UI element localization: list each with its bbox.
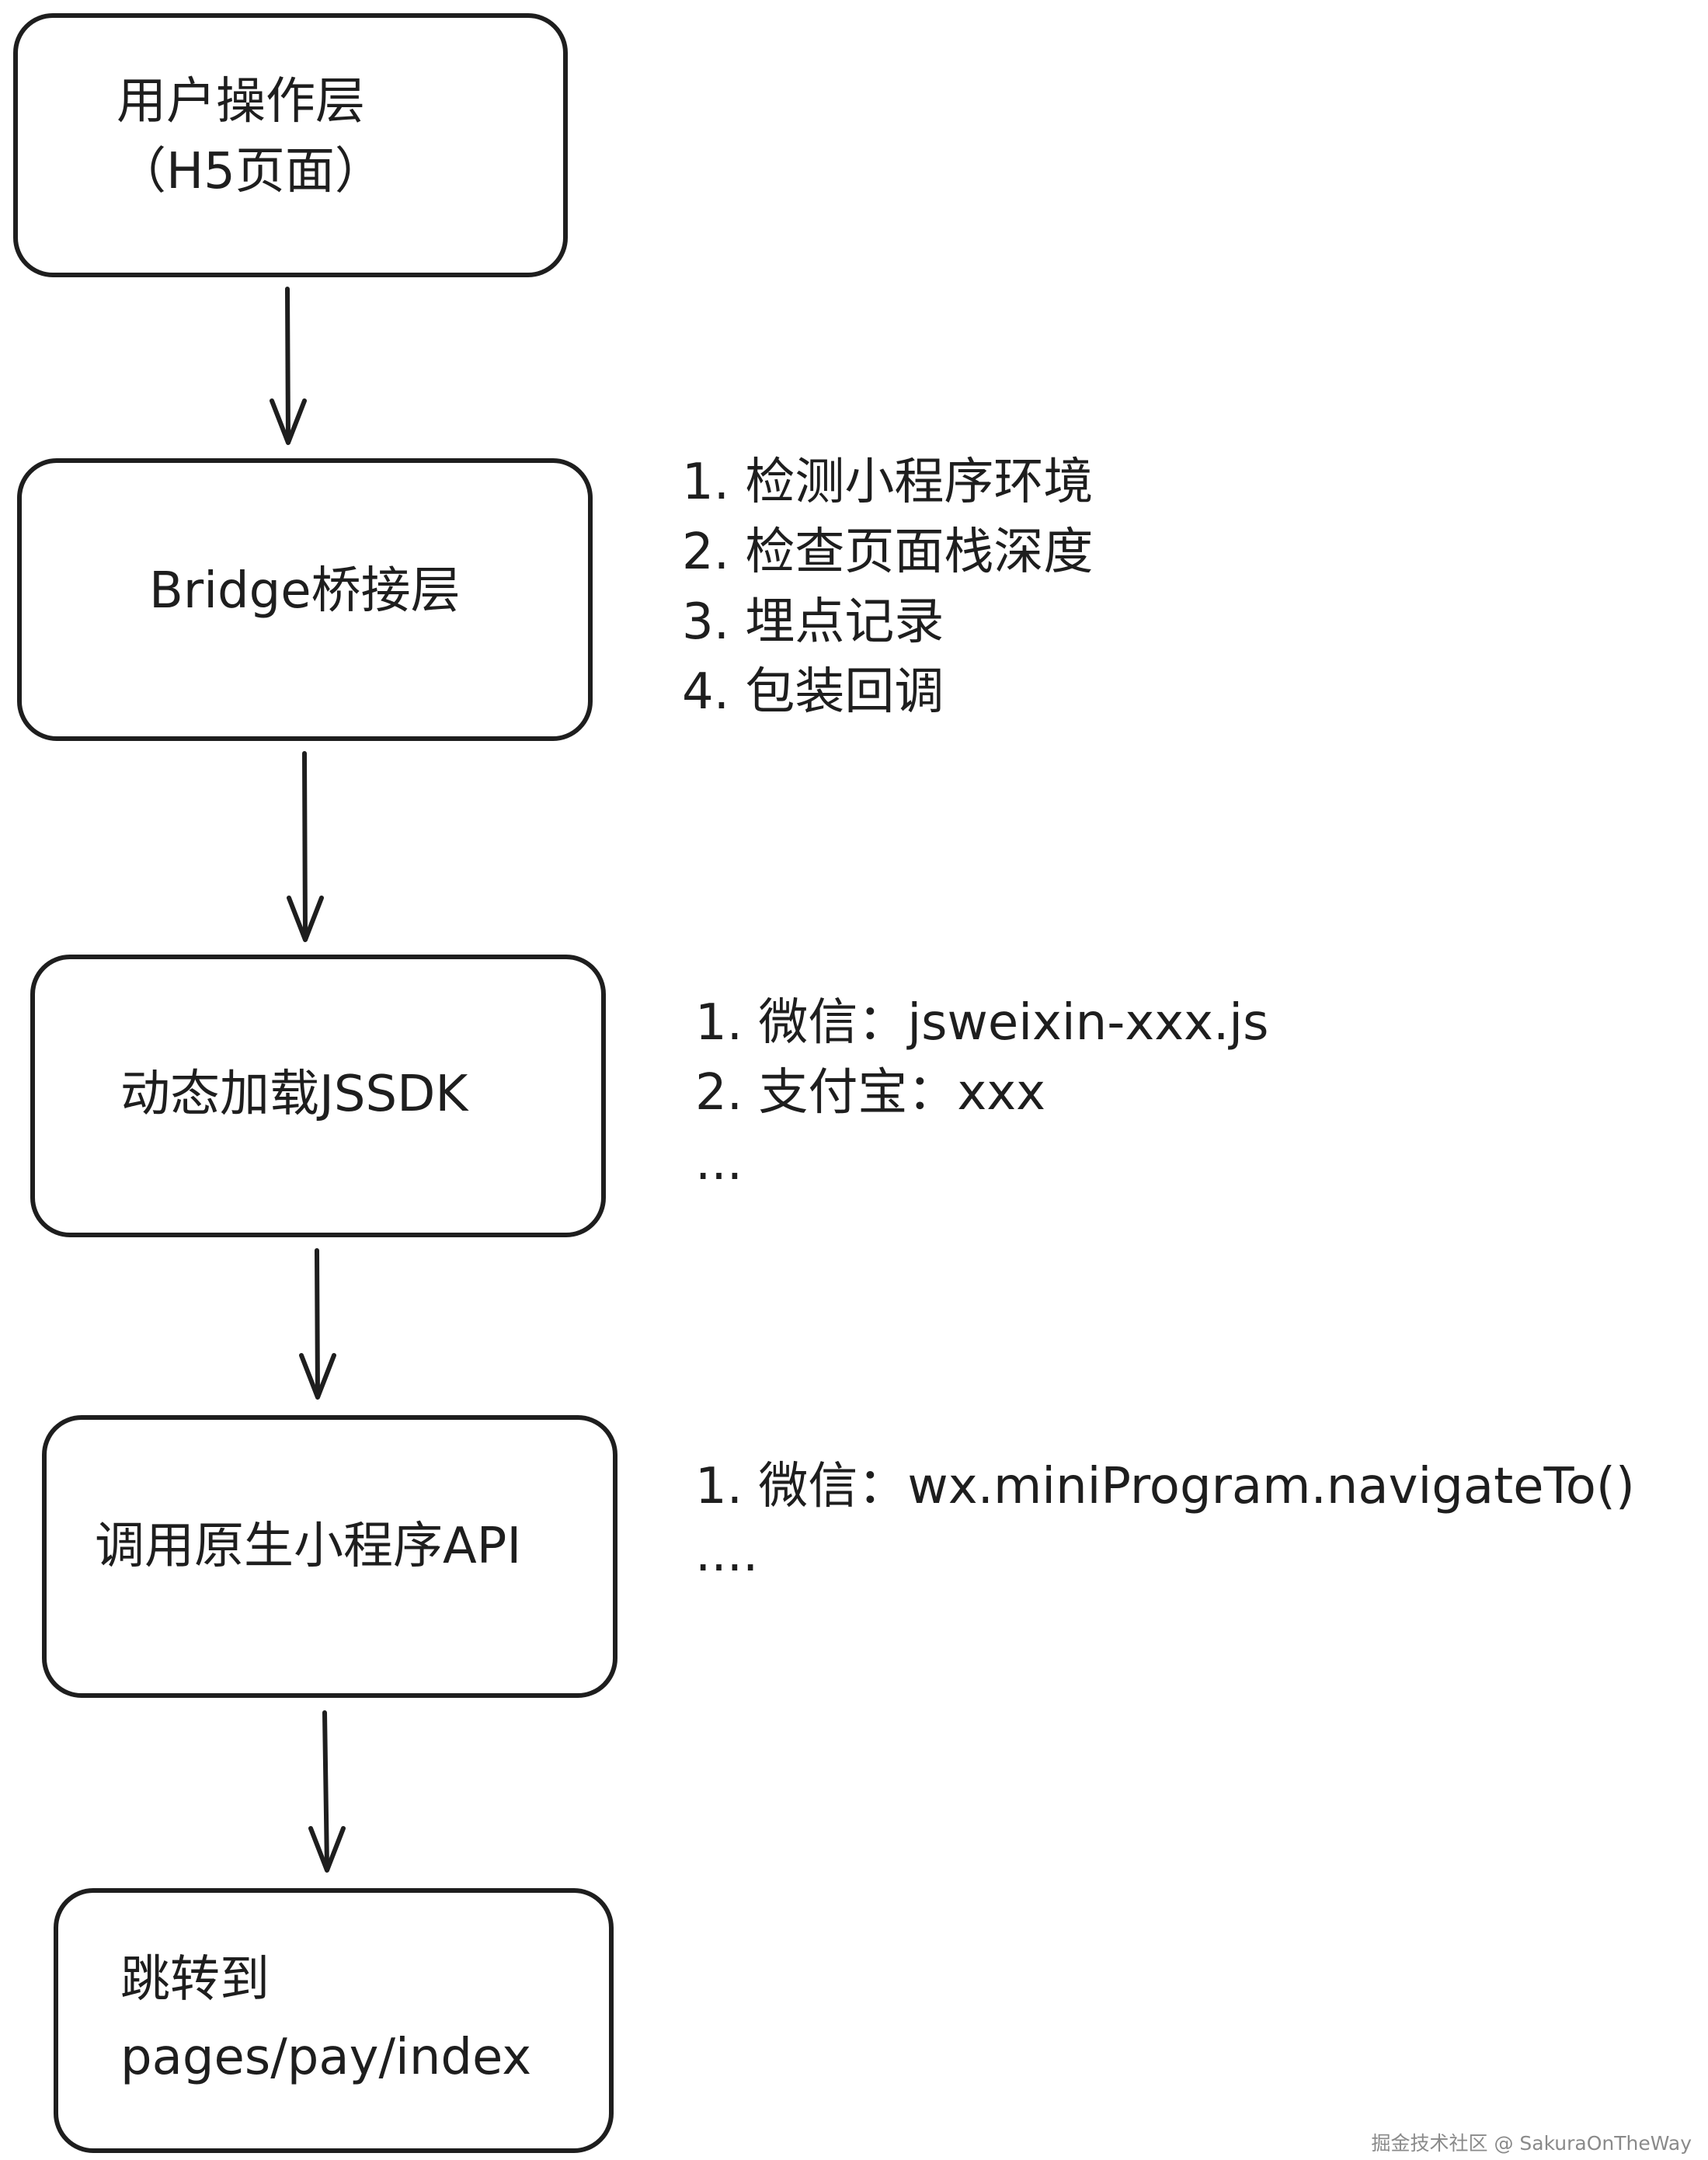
box-bridge-layer-title: Bridge桥接层 — [149, 562, 461, 620]
notes-bridge-item-4: 4. 包装回调 — [682, 663, 944, 721]
box-native-api-title: 调用原生小程序API — [95, 1518, 521, 1575]
box-navigate-target-title: 跳转到 — [120, 1951, 270, 2009]
notes-api-item-1: 1. 微信：wx.miniProgram.navigateTo() — [695, 1458, 1635, 1515]
notes-jssdk-item-3: ... — [695, 1134, 743, 1191]
arrow-user-to-bridge — [270, 287, 307, 445]
notes-jssdk-item-2: 2. 支付宝：xxx — [695, 1064, 1045, 1122]
arrow-jssdk-to-api — [299, 1248, 336, 1400]
box-load-jssdk: 动态加载JSSDK — [30, 955, 606, 1237]
box-load-jssdk-frame — [30, 955, 606, 1237]
box-user-layer-subtitle: （H5页面） — [117, 143, 384, 200]
box-navigate-target-frame — [54, 1888, 614, 2153]
box-user-layer-frame — [13, 13, 568, 277]
watermark: 掘金技术社区 @ SakuraOnTheWay — [1371, 2132, 1692, 2155]
notes-bridge-item-2: 2. 检查页面栈深度 — [682, 523, 1093, 581]
notes-bridge-item-3: 3. 埋点记录 — [682, 593, 944, 651]
arrow-bridge-to-jssdk — [287, 751, 324, 942]
box-bridge-layer-frame — [17, 458, 593, 741]
notes-jssdk: 1. 微信：jsweixin-xxx.js 2. 支付宝：xxx ... — [695, 994, 1268, 1191]
box-bridge-layer: Bridge桥接层 — [17, 458, 593, 741]
arrow-api-to-target — [308, 1710, 346, 1873]
box-load-jssdk-title: 动态加载JSSDK — [120, 1066, 469, 1123]
box-native-api-frame — [42, 1415, 617, 1698]
box-user-layer-title: 用户操作层 — [117, 73, 365, 130]
notes-bridge-item-1: 1. 检测小程序环境 — [682, 454, 1093, 511]
notes-api: 1. 微信：wx.miniProgram.navigateTo() .... — [695, 1458, 1635, 1583]
box-user-layer: 用户操作层 （H5页面） — [13, 13, 568, 277]
box-navigate-target-path: pages/pay/index — [120, 2029, 531, 2086]
notes-bridge: 1. 检测小程序环境 2. 检查页面栈深度 3. 埋点记录 4. 包装回调 — [682, 454, 1093, 721]
box-native-api: 调用原生小程序API — [42, 1415, 617, 1698]
notes-api-item-2: .... — [695, 1525, 758, 1583]
notes-jssdk-item-1: 1. 微信：jsweixin-xxx.js — [695, 994, 1268, 1052]
box-navigate-target: 跳转到 pages/pay/index — [54, 1888, 614, 2153]
